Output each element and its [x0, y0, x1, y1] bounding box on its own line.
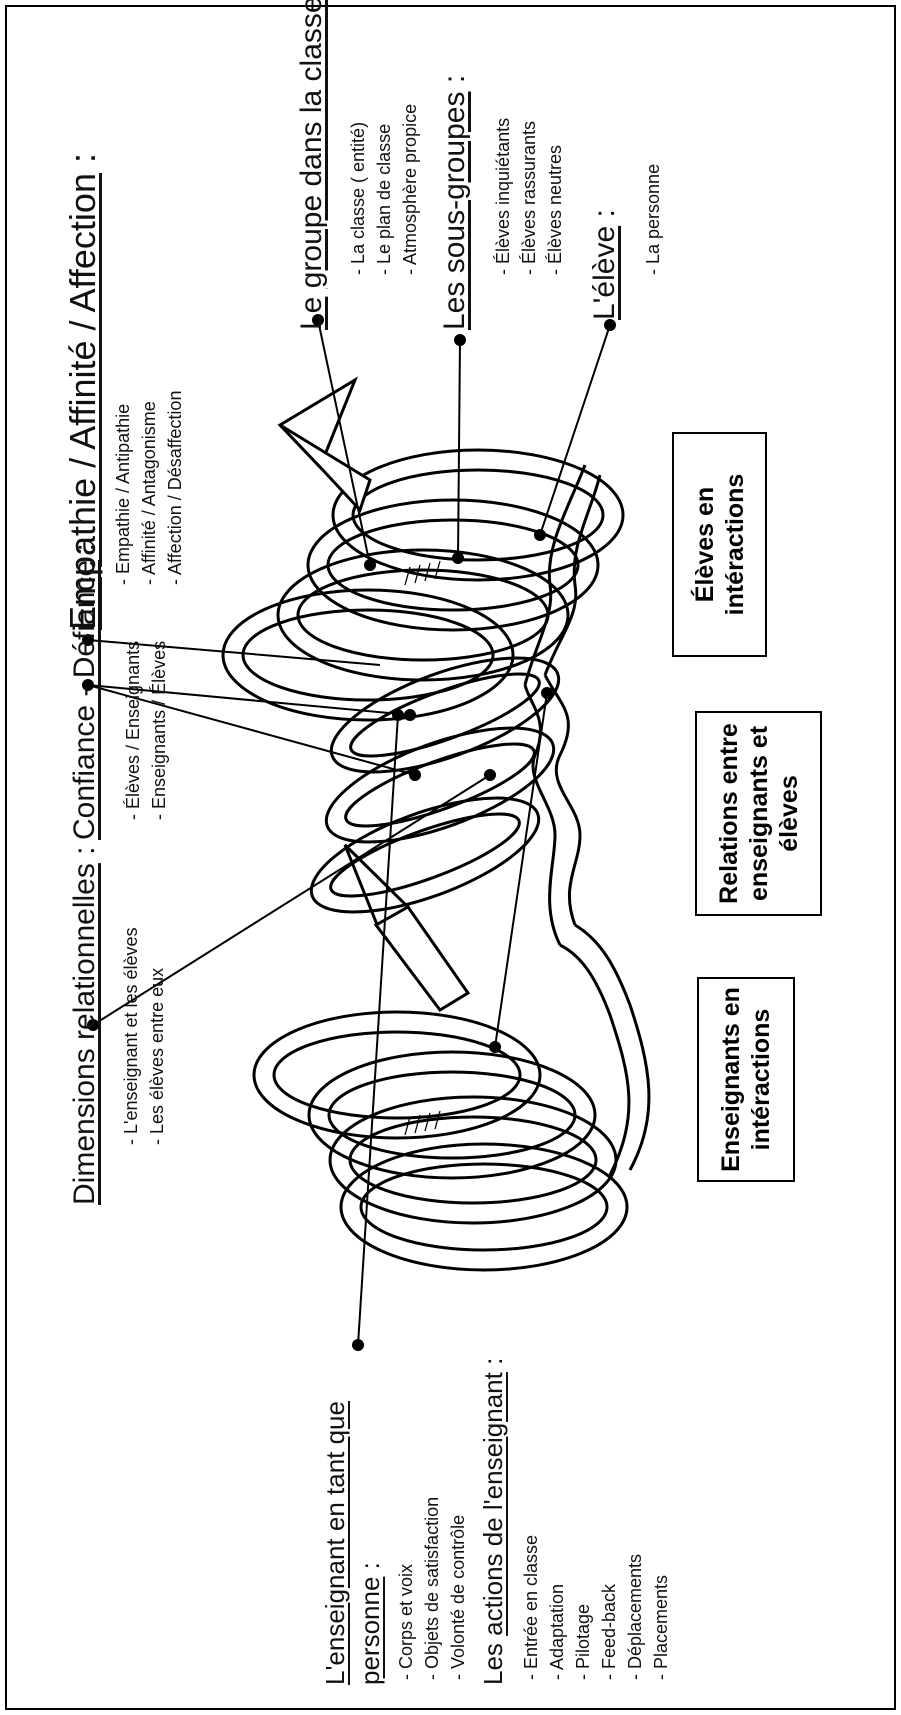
box-relations: Relations entre enseignants et élèves: [695, 711, 822, 916]
outer-border: [5, 5, 896, 1710]
box-students-interactions: Élèves en intéractions: [672, 432, 767, 657]
list-item: - Élèves / Enseignants: [123, 640, 143, 820]
leader-lines: [82, 314, 616, 1351]
label-teacher-as-person: L'enseignant en tant que: [320, 1401, 351, 1685]
label-teacher-as-person-line2-u: personne: [355, 1576, 385, 1685]
list-teacher-actions: - Entrée en classe - Adaptation - Pilota…: [518, 1535, 674, 1680]
list-item: - Atmosphère propice: [400, 103, 420, 275]
label-colon: :: [68, 846, 101, 864]
list-item: - Les élèves entre eux: [147, 967, 167, 1145]
list-item: - L'enseignant et les élèves: [121, 927, 141, 1145]
list-empathy: - Empathie / Antipathie - Affinité / Ant…: [110, 391, 188, 585]
label-colon: :: [438, 74, 471, 92]
label-empathy: Empathie / Affinité / Affection :: [62, 153, 104, 630]
label-group: Le groupe dans la classe :: [295, 0, 329, 330]
list-item: - Adaptation: [547, 1583, 567, 1680]
list-item: - La personne: [643, 163, 663, 275]
list-trust: - Élèves / Enseignants - Enseignants / É…: [120, 641, 172, 820]
tube-hatching: [404, 560, 441, 1136]
label-colon: :: [355, 1562, 385, 1577]
box-teachers-interactions: Enseignants en intéractions: [697, 977, 795, 1182]
label-student-u: L'élève: [588, 225, 621, 320]
label-student: L'élève :: [588, 209, 622, 320]
list-item: - Volonté de contrôle: [448, 1514, 468, 1680]
label-empathy-u: Empathie / Affinité / Affection: [62, 173, 103, 630]
label-teacher-as-person-line2: personne :: [355, 1562, 386, 1685]
label-colon: :: [588, 209, 621, 226]
label-group-u1: Le: [295, 296, 328, 330]
list-item: - Élèves neutres: [545, 144, 565, 275]
label-subgroups: Les sous-groupes :: [438, 75, 472, 330]
label-colon: :: [62, 153, 103, 174]
list-item: - Élèves inquiétants: [493, 117, 513, 275]
label-teacher-as-person-line1: L'enseignant en tant que: [320, 1401, 350, 1685]
label-teacher-actions: Les actions de l'enseignant :: [478, 1358, 509, 1685]
list-item: - Déplacements: [625, 1553, 645, 1680]
list-item: - Le plan de classe: [374, 123, 394, 275]
list-item: - Objets de satisfaction: [422, 1496, 442, 1680]
list-item: - Corps et voix: [396, 1563, 416, 1680]
list-item: - Placements: [651, 1574, 671, 1680]
spiral-students: [221, 448, 625, 722]
label-subgroups-u: Les sous-groupes: [438, 91, 471, 330]
list-teacher-as-person: - Corps et voix - Objets de satisfaction…: [393, 1497, 471, 1680]
list-item: - Élèves rassurants: [519, 120, 539, 275]
list-item: - Pilotage: [573, 1603, 593, 1680]
label-colon: :: [478, 1357, 508, 1373]
spiral-teachers: [252, 923, 651, 1272]
list-item: - Affinité / Antagonisme: [139, 401, 159, 585]
list-item: - Empathie / Antipathie: [113, 403, 133, 585]
list-relational: - L'enseignant et les élèves - Les élève…: [118, 927, 170, 1145]
list-item: - Affection / Désaffection: [165, 390, 185, 585]
label-space: [295, 288, 328, 296]
label-relational-u: Dimensions relationnelles: [68, 863, 101, 1205]
list-group: - La classe ( entité) - Le plan de class…: [345, 104, 423, 275]
list-subgroups: - Élèves inquiétants - Élèves rassurants…: [490, 118, 568, 275]
list-item: - Enseignants / Élèves: [149, 640, 169, 820]
list-student: - La personne: [640, 164, 666, 275]
label-teacher-actions-pre: Les: [478, 1635, 508, 1685]
label-group-u2: groupe dans la classe: [295, 0, 328, 289]
label-relational: Dimensions relationnelles :: [68, 846, 102, 1205]
list-item: - La classe ( entité): [348, 121, 368, 275]
list-item: - Feed-back: [599, 1583, 619, 1680]
list-item: - Entrée en classe: [521, 1534, 541, 1680]
label-teacher-actions-u: actions de l'enseignant: [478, 1372, 508, 1636]
